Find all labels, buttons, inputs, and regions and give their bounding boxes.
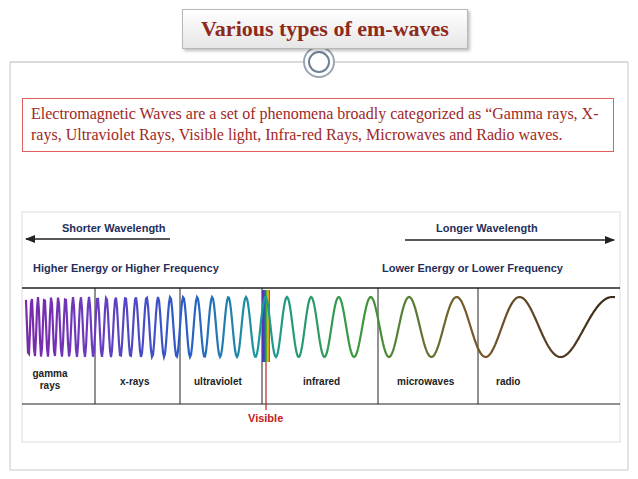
divider-line — [10, 61, 304, 62]
band-label: microwaves — [397, 376, 454, 387]
slide-frame — [10, 62, 628, 470]
ornament-circle — [304, 47, 334, 77]
band-line — [22, 404, 620, 405]
band-label: radio — [496, 376, 520, 387]
visible-label: Visible — [248, 412, 283, 424]
band-label: gamma rays — [28, 368, 72, 391]
definition-box: Electromagnetic Waves are a set of pheno… — [22, 98, 614, 152]
em-wave — [25, 297, 615, 357]
ornament-circle — [309, 52, 329, 72]
wavelength-arrow — [405, 239, 614, 241]
axis-label: Longer Wavelength — [436, 222, 538, 234]
definition-text: Electromagnetic Waves are a set of pheno… — [31, 104, 605, 146]
visible-leader — [265, 362, 266, 410]
divider-line — [334, 61, 628, 62]
axis-label: Higher Energy or Higher Frequency — [33, 262, 219, 274]
band-divider — [180, 288, 181, 404]
wavelength-arrow — [26, 238, 170, 240]
spectrum-panel — [22, 212, 620, 442]
axis-label: Lower Energy or Lower Frequency — [382, 262, 563, 274]
title-box: Various types of em-waves — [182, 9, 468, 49]
band-label: ultraviolet — [194, 376, 242, 387]
band-label: x-rays — [120, 376, 149, 387]
band-divider — [378, 288, 379, 404]
axis-label: Shorter Wavelength — [62, 222, 166, 234]
slide-title: Various types of em-waves — [201, 16, 449, 42]
band-line — [22, 287, 620, 289]
band-label: infrared — [303, 376, 340, 387]
